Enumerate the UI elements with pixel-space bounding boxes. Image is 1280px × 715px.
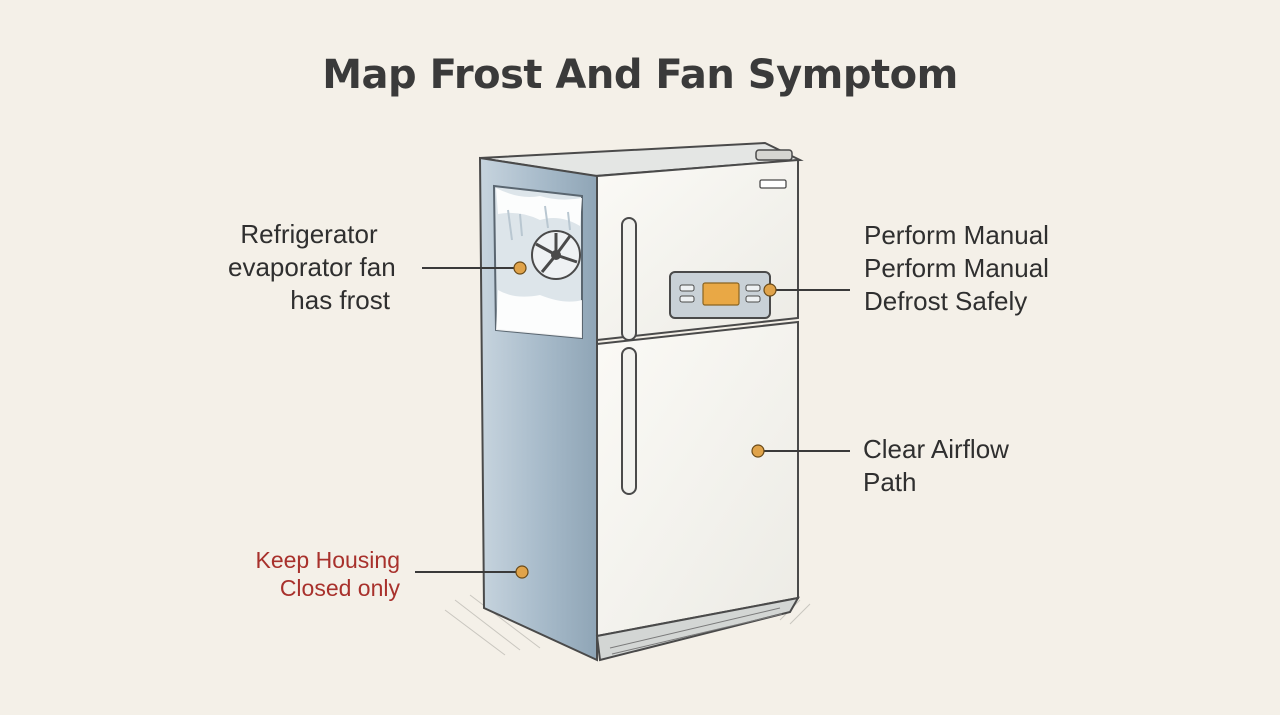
- callout-fan-frost-line-1: Refrigerator: [240, 219, 378, 249]
- display-screen: [702, 282, 740, 306]
- callout-airflow-line-1: Clear Airflow: [863, 434, 1009, 464]
- brand-badge: [759, 179, 787, 189]
- callout-dot-housing: [515, 565, 529, 579]
- callout-manual-defrost-line-2: Perform Manual: [864, 253, 1049, 283]
- callout-airflow: Clear Airflow Path: [863, 433, 1009, 499]
- callout-manual-defrost-line-3: Defrost Safely: [864, 286, 1028, 316]
- callout-fan-frost: Refrigerator evaporator fan has frost: [228, 218, 396, 317]
- floor-shadow: [444, 594, 811, 656]
- callout-housing-line-2: Closed only: [279, 575, 400, 601]
- callout-dot-fan-frost: [513, 261, 527, 275]
- control-panel: [669, 271, 771, 319]
- fresh-food-handle: [621, 347, 637, 495]
- callout-dot-manual-defrost: [763, 283, 777, 297]
- callout-dot-airflow: [751, 444, 765, 458]
- fridge-hinge: [755, 149, 793, 161]
- callout-housing-warning: Keep Housing Closed only: [230, 546, 401, 602]
- callout-fan-frost-line-2: evaporator fan: [228, 252, 396, 282]
- kick-plate: [595, 596, 800, 662]
- callout-manual-defrost: Perform Manual Perform Manual Defrost Sa…: [864, 219, 1049, 318]
- callout-housing-line-1: Keep Housing: [255, 547, 401, 573]
- callout-airflow-line-2: Path: [863, 467, 917, 497]
- callout-manual-defrost-line-1: Perform Manual: [864, 220, 1049, 250]
- freezer-handle: [621, 217, 637, 341]
- frosted-evaporator-compartment: [492, 184, 583, 340]
- page-title: Map Frost And Fan Symptom: [322, 52, 958, 98]
- callout-fan-frost-line-3: has frost: [290, 285, 390, 315]
